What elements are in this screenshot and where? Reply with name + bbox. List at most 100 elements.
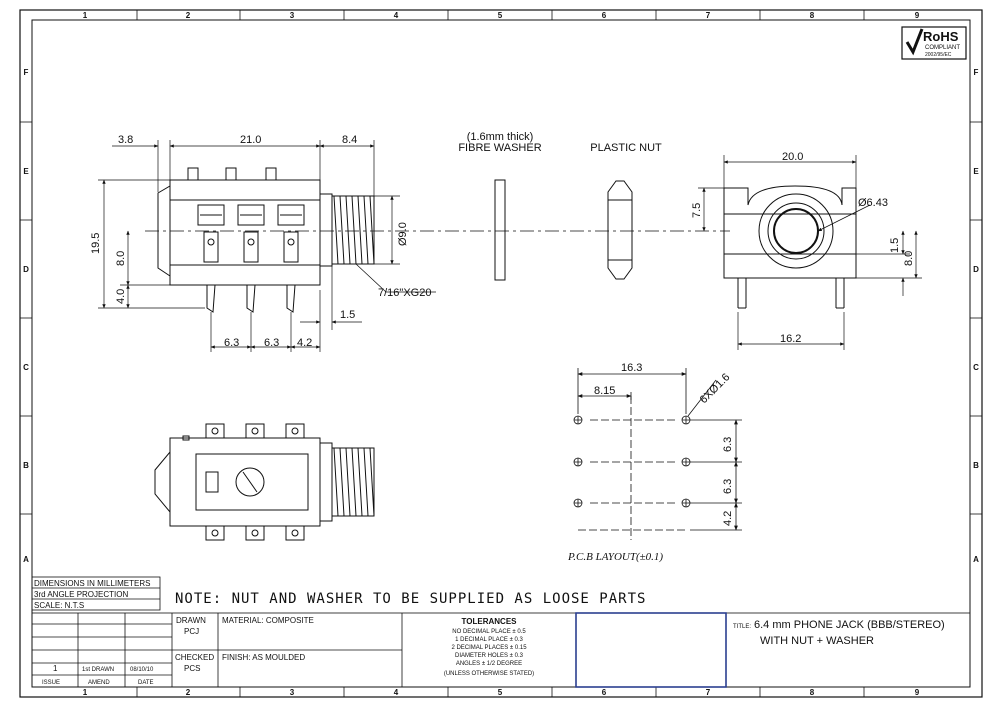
plastic-nut-shape <box>607 180 633 280</box>
front-view-dimension-labels: 3.8 21.0 8.4 19.5 8.0 4.0 Ø9.0 7/16"XG20… <box>90 134 431 349</box>
side-dim-7-5: 7.5 <box>691 203 703 218</box>
col-label-8-bottom: 8 <box>810 688 815 697</box>
side-dim-dia-6-43: Ø6.43 <box>858 197 888 209</box>
tolerance-line-5: ANGLES ± 1/2 DEGREE <box>456 661 522 667</box>
checked-by: PCS <box>184 664 200 673</box>
front-view-dimensions <box>98 140 436 352</box>
row-label-F-right: F <box>974 68 979 77</box>
tolerance-line-3: 2 DECIMAL PLACES ± 0.15 <box>451 645 527 651</box>
washer-label: FIBRE WASHER <box>458 142 541 154</box>
pcb-dim-6-3-b: 6.3 <box>722 479 734 494</box>
projection-note: 3rd ANGLE PROJECTION <box>34 590 128 599</box>
row-label-A-right: A <box>973 555 979 564</box>
title-block <box>31 576 971 688</box>
dim-8-4: 8.4 <box>342 134 357 146</box>
pcb-caption: P.C.B LAYOUT(±0.1) <box>567 551 663 563</box>
date-entry: 08/10/10 <box>130 667 154 673</box>
col-label-2: 2 <box>186 11 191 20</box>
jack-top-view <box>154 423 375 541</box>
row-label-D: D <box>23 265 29 274</box>
dim-8-0: 8.0 <box>115 251 127 266</box>
drawing-title: TITLE: 6.4 mm PHONE JACK (BBB/STEREO) WI… <box>733 619 945 647</box>
col-label-7: 7 <box>706 11 711 20</box>
tolerance-line-1: NO DECIMAL PLACE ± 0.5 <box>452 629 526 635</box>
pcb-layout <box>573 368 742 540</box>
pcb-dim-16-3: 16.3 <box>621 362 642 374</box>
col-label-3-bottom: 3 <box>290 688 295 697</box>
row-label-A: A <box>23 555 29 564</box>
pcb-dim-holes: 6XØ1.6 <box>698 371 733 406</box>
drawn-label: DRAWN <box>176 616 206 625</box>
side-dim-20-0: 20.0 <box>782 151 803 163</box>
col-label-5: 5 <box>498 11 503 20</box>
dim-4-2: 4.2 <box>297 337 312 349</box>
title-line-2: WITH NUT + WASHER <box>760 635 874 647</box>
amend-entry: 1st DRAWN <box>82 667 114 673</box>
row-label-B: B <box>23 461 29 470</box>
col-label-2-bottom: 2 <box>186 688 191 697</box>
pcb-dim-8-15: 8.15 <box>594 385 615 397</box>
outer-frame <box>19 9 983 698</box>
row-label-F: F <box>24 68 29 77</box>
issue-number: 1 <box>53 664 58 673</box>
col-label-9: 9 <box>915 11 920 20</box>
scale-note: SCALE: N.T.S <box>34 601 84 610</box>
row-label-C-right: C <box>973 363 979 372</box>
dim-3-8: 3.8 <box>118 134 133 146</box>
row-label-C: C <box>23 363 29 372</box>
col-label-1-bottom: 1 <box>83 688 88 697</box>
dim-dia-9-0: Ø9.0 <box>397 222 409 246</box>
tolerance-line-6: (UNLESS OTHERWISE STATED) <box>444 671 534 677</box>
side-view-dimensions <box>698 155 922 350</box>
rohs-logo: RoHS COMPLIANT 2002/95/EC <box>901 26 967 60</box>
tolerances-block: TOLERANCES NO DECIMAL PLACE ± 0.5 1 DECI… <box>444 617 534 677</box>
dim-thread: 7/16"XG20 <box>378 287 431 299</box>
col-label-4-bottom: 4 <box>394 688 399 697</box>
tolerance-line-4: DIAMETER HOLES ± 0.3 <box>455 653 524 659</box>
rohs-directive: 2002/95/EC <box>925 52 952 58</box>
col-label-9-bottom: 9 <box>915 688 920 697</box>
col-label-5-bottom: 5 <box>498 688 503 697</box>
col-label-6-bottom: 6 <box>602 688 607 697</box>
col-label-1: 1 <box>83 11 88 20</box>
nut-label: PLASTIC NUT <box>590 142 662 154</box>
dim-4-0: 4.0 <box>115 289 127 304</box>
row-label-D-right: D <box>973 265 979 274</box>
col-label-6: 6 <box>602 11 607 20</box>
dim-6-3-b: 6.3 <box>264 337 279 349</box>
row-label-E-right: E <box>973 167 979 176</box>
fibre-washer-shape <box>494 179 506 281</box>
pcb-dimension-labels: 16.3 8.15 6XØ1.6 6.3 6.3 4.2 <box>594 362 734 526</box>
side-view-dimension-labels: 20.0 7.5 Ø6.43 1.5 8.0 16.2 <box>691 151 915 345</box>
row-label-B-right: B <box>973 461 979 470</box>
dim-1-5: 1.5 <box>340 309 355 321</box>
washer-thickness: (1.6mm thick) <box>467 131 534 143</box>
jack-side-view <box>723 185 857 309</box>
pcb-dim-4-2: 4.2 <box>722 511 734 526</box>
units-note: DIMENSIONS IN MILLIMETERS <box>34 579 150 588</box>
date-header: DATE <box>138 680 154 686</box>
inner-frame <box>31 19 971 688</box>
row-label-E: E <box>23 167 29 176</box>
dim-6-3-a: 6.3 <box>224 337 239 349</box>
side-dim-8-0: 8.0 <box>903 251 915 266</box>
finish: FINISH: AS MOULDED <box>222 653 305 662</box>
amend-header: AMEND <box>88 680 110 686</box>
jack-front-view <box>157 167 375 313</box>
pcb-dim-6-3-a: 6.3 <box>722 437 734 452</box>
loose-parts-note: NOTE: NUT AND WASHER TO BE SUPPLIED AS L… <box>175 591 646 607</box>
drawn-by: PCJ <box>184 627 199 636</box>
side-dim-16-2: 16.2 <box>780 333 801 345</box>
title-line-1: 6.4 mm PHONE JACK (BBB/STEREO) <box>754 619 945 631</box>
title-block-text: DIMENSIONS IN MILLIMETERS 3rd ANGLE PROJ… <box>34 579 314 686</box>
col-label-8: 8 <box>810 11 815 20</box>
column-grid <box>20 10 982 697</box>
dim-19-5: 19.5 <box>90 233 102 254</box>
issue-header: ISSUE <box>42 680 60 686</box>
title-label: TITLE: <box>733 624 751 630</box>
tolerances-title: TOLERANCES <box>462 617 518 626</box>
checked-label: CHECKED <box>175 653 214 662</box>
rohs-compliant: COMPLIANT <box>925 45 960 51</box>
dim-21-0: 21.0 <box>240 134 261 146</box>
